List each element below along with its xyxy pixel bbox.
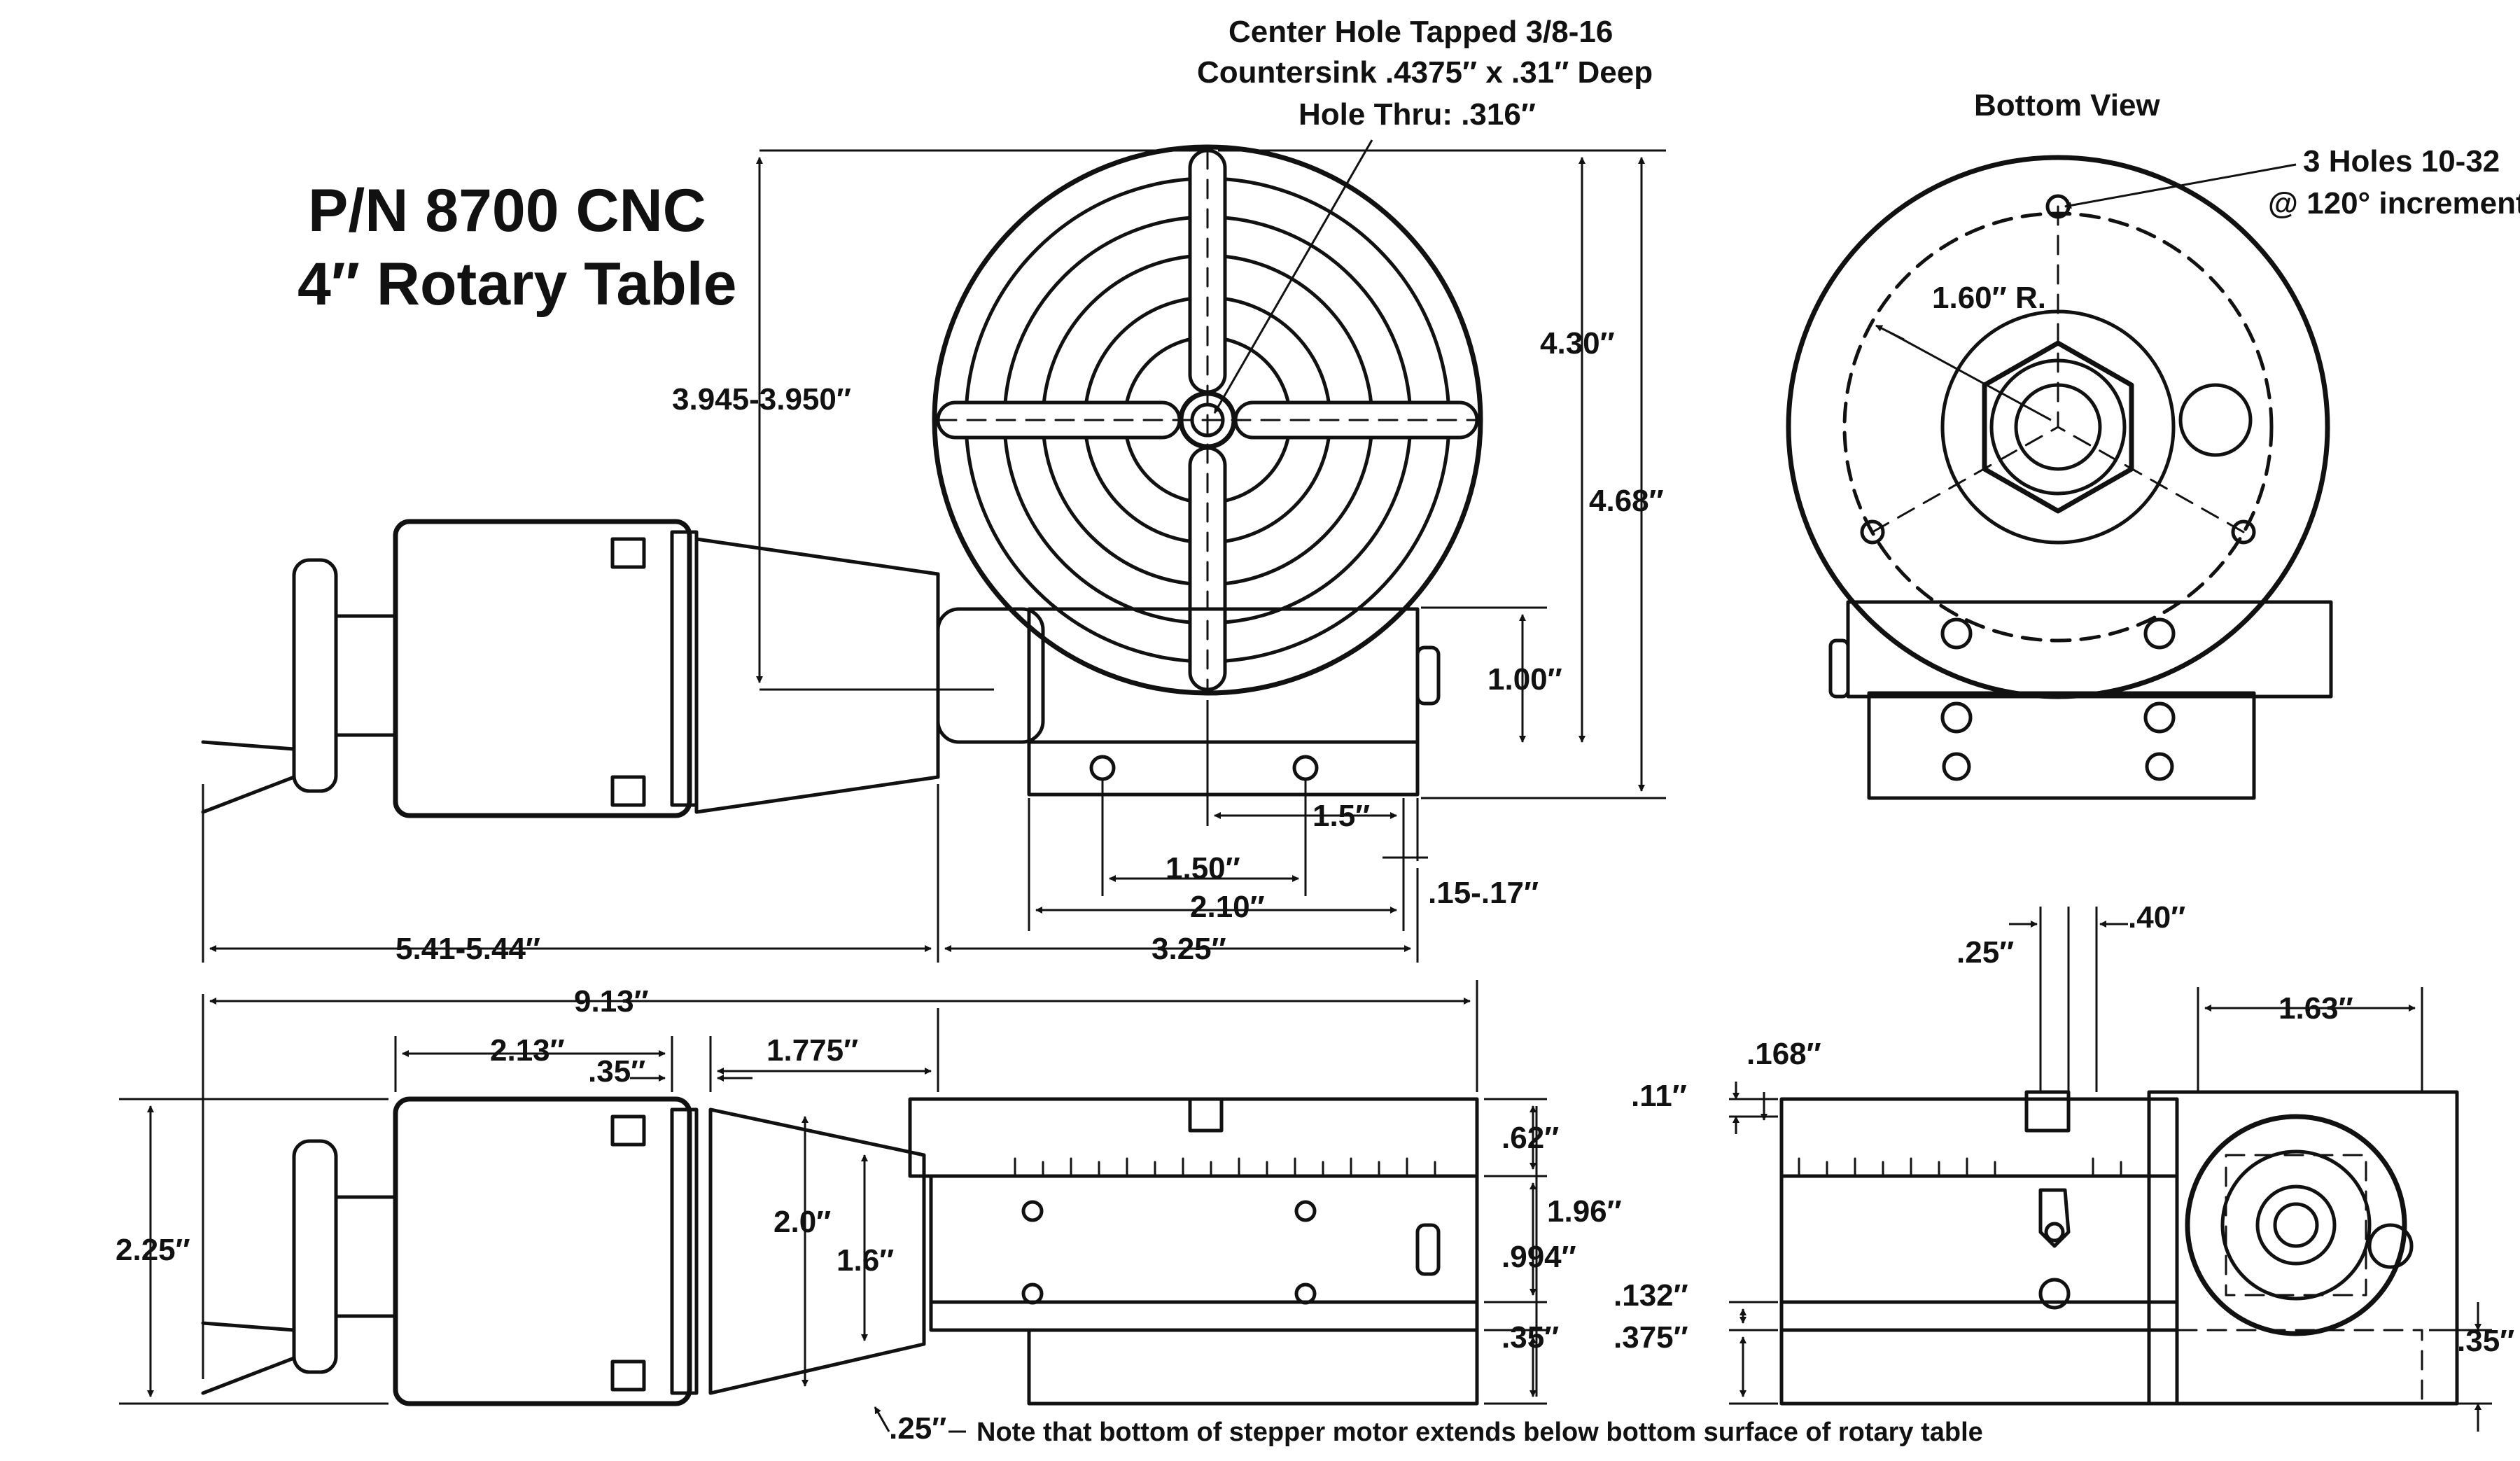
dim-1-50: 1.50″ <box>1166 851 1240 886</box>
callout-center-hole-3: Hole Thru: .316″ <box>1298 97 1536 132</box>
top-front-view <box>201 144 1483 818</box>
end-view <box>1779 1090 2459 1406</box>
dim-3-25: 3.25″ <box>1152 932 1226 966</box>
dim-4-30: 4.30″ <box>1540 326 1615 361</box>
side-view <box>201 1096 1479 1406</box>
dim-1-775: 1.775″ <box>766 1033 858 1068</box>
dim-0-132: .132″ <box>1614 1278 1688 1313</box>
dim-2-13: 2.13″ <box>490 1033 565 1068</box>
dim-0-25-b: .25″ <box>1956 935 2014 970</box>
dim-table-diameter: 3.945-3.950″ <box>672 382 851 417</box>
title-line-1: P/N 8700 CNC <box>308 177 706 244</box>
dim-0-168: .168″ <box>1746 1037 1821 1071</box>
dim-0-62: .62″ <box>1502 1121 1559 1155</box>
bottom-view <box>1786 155 2333 800</box>
callout-holes-2: @ 120° increments <box>2268 186 2520 221</box>
dim-0-11: .11″ <box>1631 1079 1687 1113</box>
dim-1-96: 1.96″ <box>1547 1194 1622 1229</box>
dim-0-40: .40″ <box>2128 900 2185 935</box>
dim-2-25: 2.25″ <box>115 1233 190 1267</box>
dim-2-0: 2.0″ <box>774 1205 831 1239</box>
callout-radius: 1.60″ R. <box>1932 281 2046 315</box>
title-line-2: 4″ Rotary Table <box>298 251 736 318</box>
dim-1-00: 1.00″ <box>1488 662 1562 697</box>
dim-15-17: .15-.17″ <box>1428 876 1539 910</box>
callout-holes-1: 3 Holes 10-32 <box>2303 144 2500 179</box>
dim-4-68: 4.68″ <box>1589 484 1664 518</box>
bottom-view-heading: Bottom View <box>1974 88 2160 123</box>
dim-1-5: 1.5″ <box>1312 799 1370 833</box>
dim-0-25: .25″ <box>889 1411 946 1446</box>
dim-0-35-c: .35″ <box>2457 1324 2514 1358</box>
callout-center-hole-1: Center Hole Tapped 3/8-16 <box>1228 15 1613 49</box>
dim-1-6: 1.6″ <box>836 1243 894 1278</box>
dim-0-35-a: .35″ <box>588 1054 645 1089</box>
callout-center-hole-2: Countersink .4375″ x .31″ Deep <box>1197 55 1653 90</box>
dim-0-994: .994″ <box>1502 1240 1576 1274</box>
dim-2-10: 2.10″ <box>1190 890 1265 924</box>
dim-9-13: 9.13″ <box>574 984 649 1019</box>
dim-1-63: 1.63″ <box>2278 991 2353 1026</box>
dim-0-35-b: .35″ <box>1502 1320 1559 1355</box>
motor-note: Note that bottom of stepper motor extend… <box>976 1418 1983 1447</box>
dim-0-375: .375″ <box>1614 1320 1688 1355</box>
dim-5-41-5-44: 5.41-5.44″ <box>396 932 540 966</box>
